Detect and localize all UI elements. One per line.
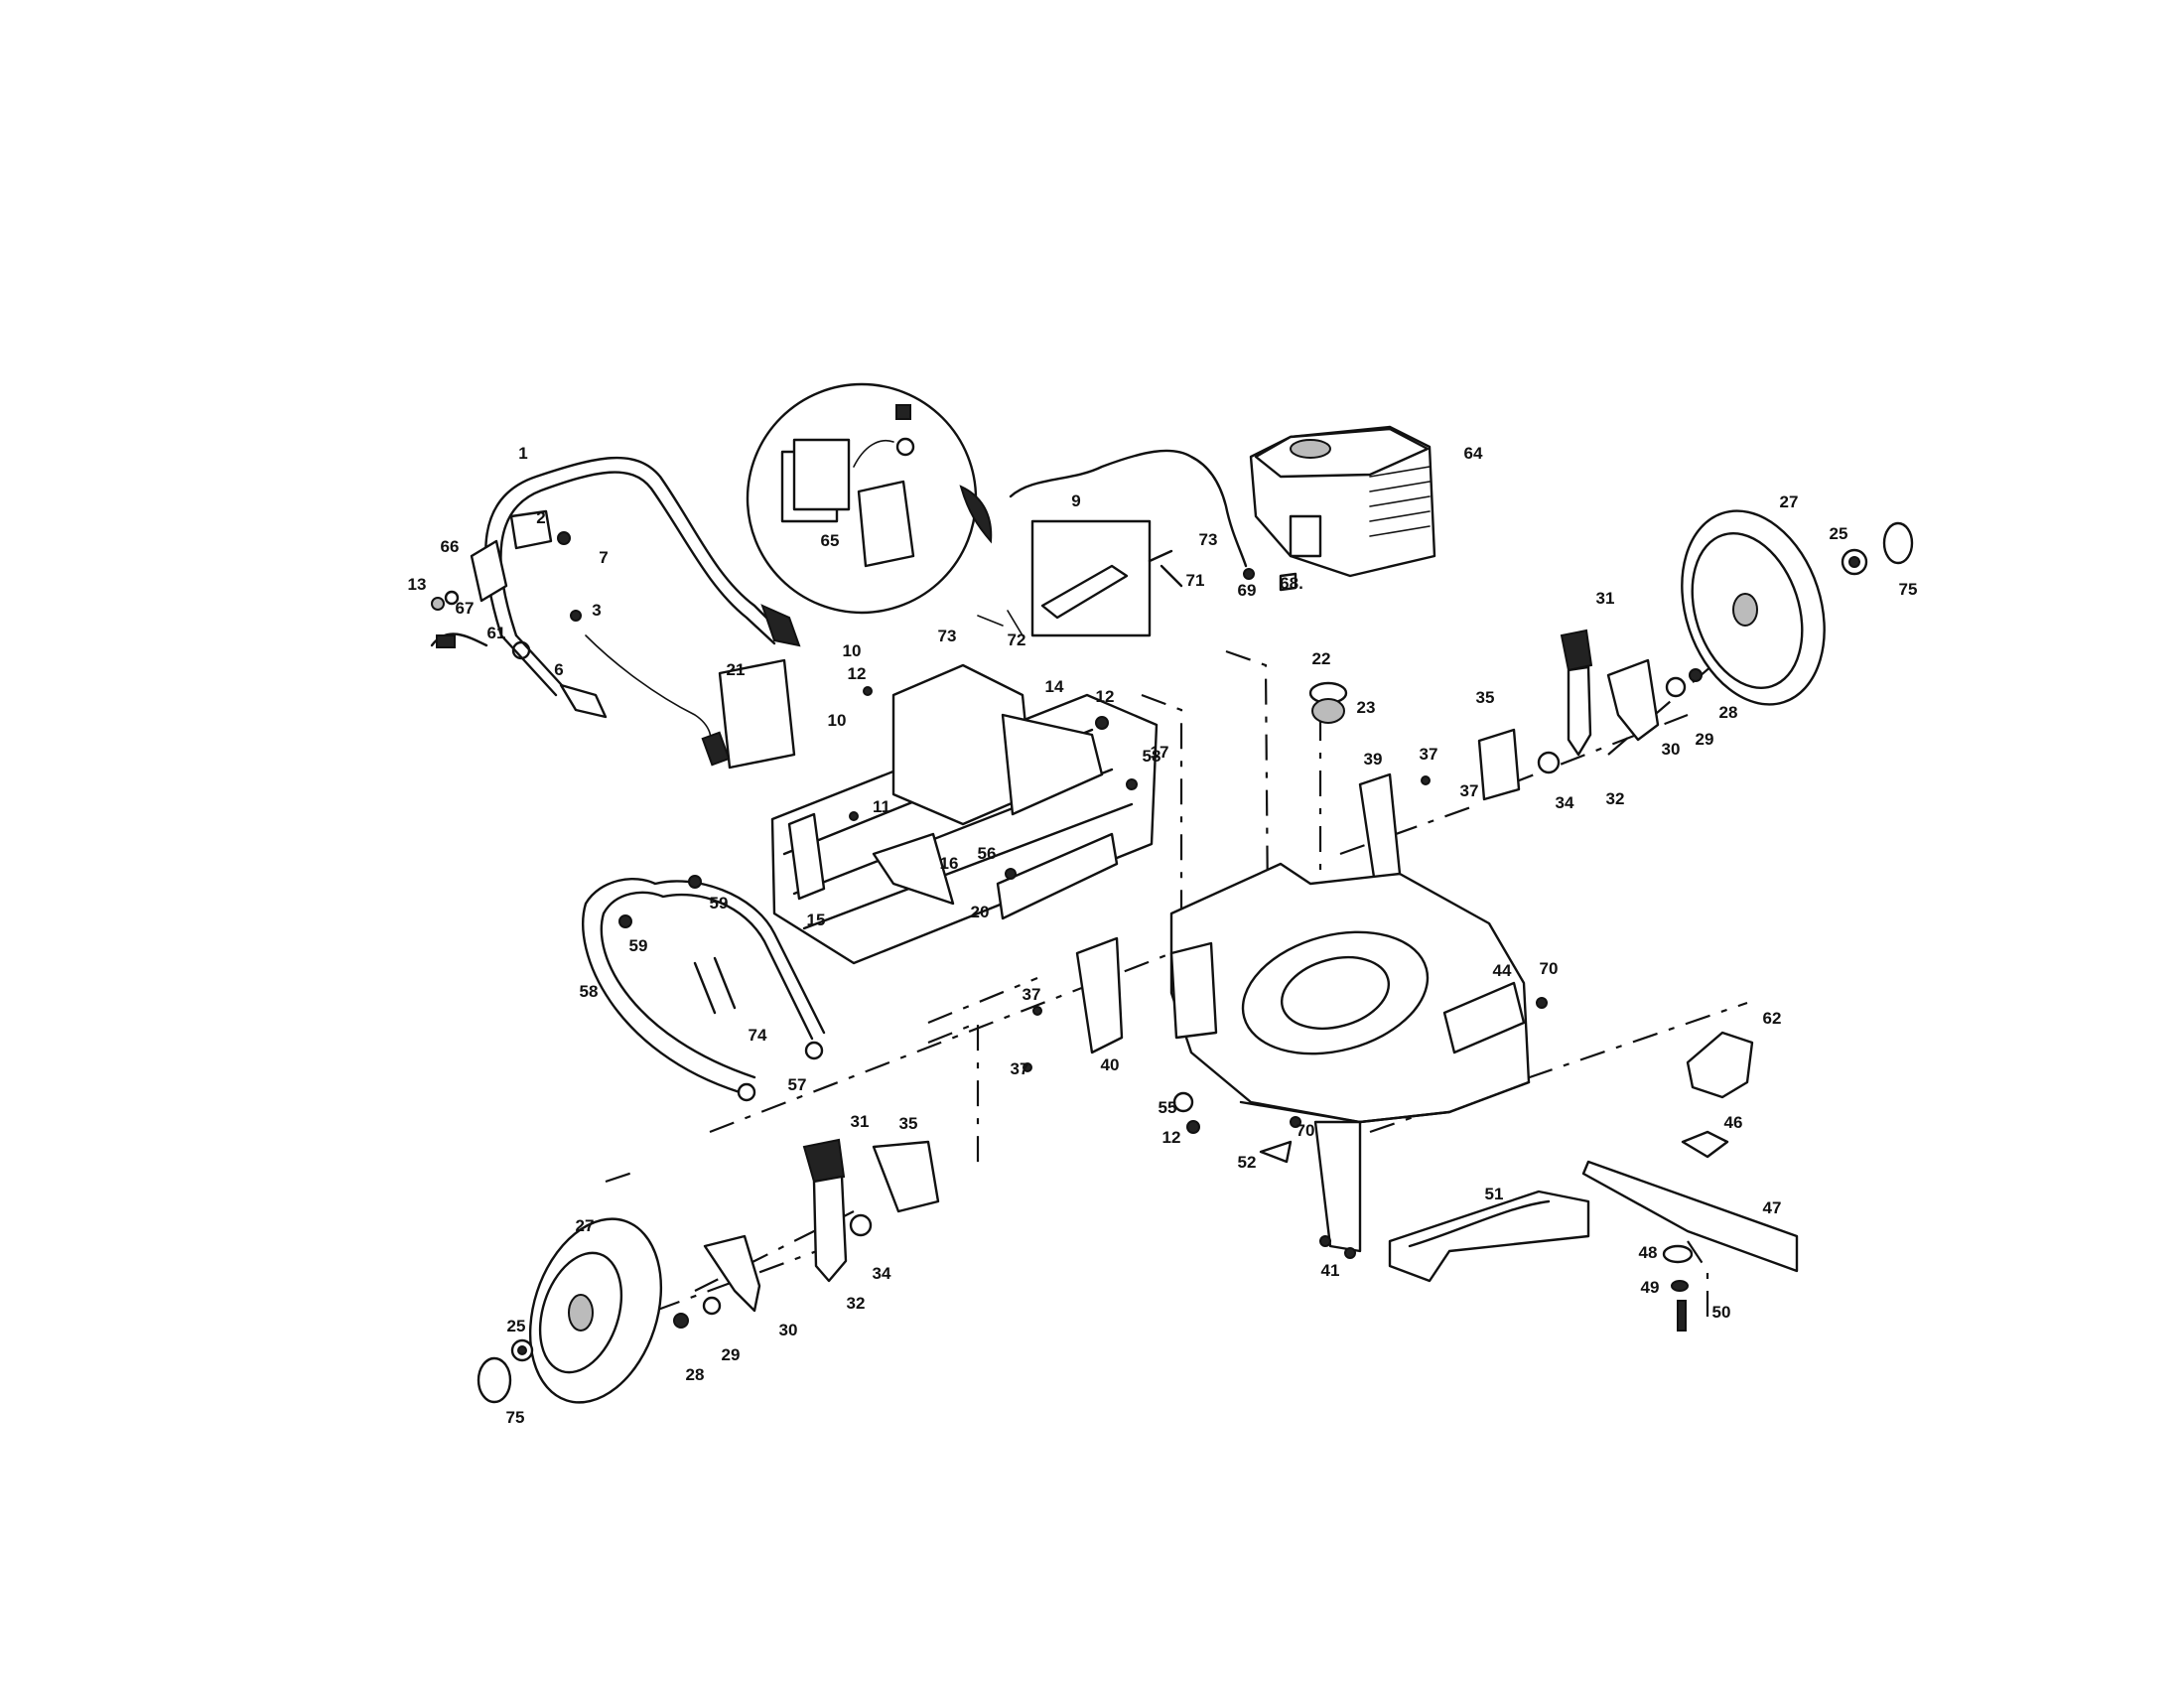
callout-label-34a: 34 xyxy=(1556,793,1574,812)
callout-label-57: 57 xyxy=(788,1075,807,1094)
callout-label-73b: 73 xyxy=(938,627,957,645)
callout-label-10b: 10 xyxy=(828,711,847,730)
callout-label-1: 1 xyxy=(518,444,527,463)
rear-shield xyxy=(1319,1190,1590,1283)
callout-label-35b: 35 xyxy=(899,1114,918,1133)
callout-label-66: 66 xyxy=(441,537,460,556)
callout-label-17: 17 xyxy=(1151,743,1169,762)
callout-label-10a: 10 xyxy=(843,641,862,660)
mower-deck xyxy=(1169,862,1548,1253)
callout-label-23: 23 xyxy=(1357,698,1376,717)
callout-label-58b: 58 xyxy=(580,982,599,1001)
rear-wheel-left xyxy=(477,1217,663,1404)
bail-control xyxy=(977,519,1183,637)
callout-label-41: 41 xyxy=(1321,1261,1340,1280)
callout-label-75a: 75 xyxy=(1899,580,1918,599)
engine-assembly xyxy=(1009,425,1436,592)
height-adjuster-left xyxy=(673,1138,940,1329)
callout-label-28b: 28 xyxy=(686,1365,705,1384)
callout-label-39: 39 xyxy=(1364,750,1383,769)
callout-label-51: 51 xyxy=(1485,1185,1504,1203)
callout-label-37d: 37 xyxy=(1011,1059,1029,1078)
callout-label-73a: 73 xyxy=(1199,530,1218,549)
callout-label-48: 48 xyxy=(1639,1243,1658,1262)
callout-label-21: 21 xyxy=(727,660,746,679)
callout-label-25a: 25 xyxy=(1830,524,1848,543)
callout-label-69: 69 xyxy=(1238,581,1257,600)
callout-label-14: 14 xyxy=(1045,677,1064,696)
callout-label-50: 50 xyxy=(1712,1303,1731,1322)
upper-handle xyxy=(430,456,801,767)
callout-label-9: 9 xyxy=(1071,491,1080,510)
rear-wheel-right xyxy=(1665,509,1914,706)
callout-label-55: 55 xyxy=(1159,1098,1177,1117)
callout-label-70a: 70 xyxy=(1540,959,1559,978)
grass-bag-frame xyxy=(718,658,1159,965)
callout-label-44: 44 xyxy=(1493,961,1512,980)
callout-label-59a: 59 xyxy=(710,894,729,912)
lower-handle xyxy=(582,875,826,1102)
callout-label-74: 74 xyxy=(749,1026,767,1045)
callout-label-6: 6 xyxy=(554,660,563,679)
callout-label-72: 72 xyxy=(1008,631,1026,649)
callout-label-68: 68. xyxy=(1280,574,1303,593)
callout-label-16: 16 xyxy=(940,854,959,873)
callout-label-13: 13 xyxy=(408,575,427,594)
callout-label-56: 56 xyxy=(978,844,997,863)
callout-label-46: 46 xyxy=(1724,1113,1743,1132)
callout-label-37c: 37 xyxy=(1023,985,1041,1004)
callout-label-20: 20 xyxy=(971,903,990,921)
callout-label-70b: 70 xyxy=(1297,1121,1315,1140)
callout-label-12c: 12 xyxy=(1162,1128,1181,1147)
callout-label-67: 67 xyxy=(456,599,475,618)
callout-label-12b: 12 xyxy=(1096,687,1115,706)
battery-charger-inset xyxy=(746,382,993,615)
callout-label-37a: 37 xyxy=(1420,745,1438,764)
callout-label-3: 3 xyxy=(592,601,601,620)
callout-label-32a: 32 xyxy=(1606,789,1625,808)
callout-label-59b: 59 xyxy=(629,936,648,955)
callout-label-30b: 30 xyxy=(779,1321,798,1339)
callout-label-49: 49 xyxy=(1641,1278,1660,1297)
callout-label-47: 47 xyxy=(1763,1198,1782,1217)
callout-label-58a: 58 xyxy=(1143,747,1161,766)
callout-label-75b: 75 xyxy=(506,1408,525,1427)
callout-label-15: 15 xyxy=(807,911,826,929)
callout-label-28a: 28 xyxy=(1719,703,1738,722)
callout-label-61: 61 xyxy=(487,624,506,642)
callout-label-7: 7 xyxy=(599,548,608,567)
height-adjuster-right xyxy=(1358,629,1660,886)
callout-label-52: 52 xyxy=(1238,1153,1257,1172)
fasteners xyxy=(1023,681,1431,1134)
callout-label-37b: 37 xyxy=(1460,781,1479,800)
callout-label-29b: 29 xyxy=(722,1345,741,1364)
callout-label-35a: 35 xyxy=(1476,688,1495,707)
callout-label-22: 22 xyxy=(1312,649,1331,668)
callout-label-30a: 30 xyxy=(1662,740,1681,759)
callout-label-11: 11 xyxy=(873,797,890,816)
callout-label-34b: 34 xyxy=(873,1264,891,1283)
callout-label-31b: 31 xyxy=(851,1112,870,1131)
callout-label-31a: 31 xyxy=(1596,589,1615,608)
callout-label-29a: 29 xyxy=(1696,730,1714,749)
callout-label-62: 62 xyxy=(1763,1009,1782,1028)
callout-label-64: 64 xyxy=(1464,444,1483,463)
callout-label-71: 71 xyxy=(1186,571,1205,590)
callout-label-27b: 27 xyxy=(576,1216,595,1235)
blade-assembly xyxy=(1581,1031,1799,1332)
callout-label-32b: 32 xyxy=(847,1294,866,1313)
callout-label-12a: 12 xyxy=(848,664,867,683)
callout-label-2: 2 xyxy=(536,508,545,527)
callout-label-27a: 27 xyxy=(1780,492,1799,511)
callout-label-40: 40 xyxy=(1101,1055,1120,1074)
callout-label-25b: 25 xyxy=(507,1317,526,1335)
callout-label-65: 65 xyxy=(821,531,840,550)
